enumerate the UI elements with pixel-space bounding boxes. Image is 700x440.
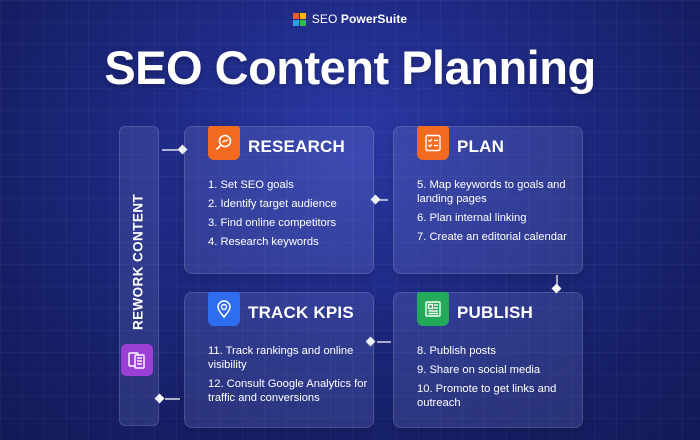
plan-title: PLAN: [457, 137, 505, 156]
brand-name: SEO PowerSuite: [311, 12, 408, 26]
documents-icon: [121, 344, 153, 376]
list-item: 2. Identify target audience: [208, 198, 337, 210]
list-item: 6. Plan internal linking: [417, 212, 527, 224]
seo-powersuite-logo-icon: [292, 12, 306, 26]
rework-content-label: REWORK CONTENT: [130, 193, 146, 331]
list-item: 5. Map keywords to goals and landing pag…: [417, 179, 566, 205]
research-steps: 1. Set SEO goals 2. Identify target audi…: [185, 167, 373, 249]
newspaper-icon: [417, 292, 449, 326]
track-kpis-card: TRACK KPIS 11. Track rankings and online…: [184, 292, 374, 428]
diamond-marker: [551, 283, 562, 294]
research-card: RESEARCH 1. Set SEO goals 2. Identify ta…: [184, 126, 374, 274]
list-item: 1. Set SEO goals: [208, 179, 294, 191]
publish-steps: 8. Publish posts 9. Share on social medi…: [394, 333, 577, 410]
checklist-icon: [417, 126, 449, 160]
list-item: 7. Create an editorial calendar: [417, 231, 567, 243]
magnifier-chart-icon: [208, 126, 240, 160]
publish-title: PUBLISH: [457, 303, 534, 322]
list-item: 8. Publish posts: [417, 345, 496, 357]
list-item: 3. Find online competitors: [208, 217, 337, 229]
page-title: SEO Content Planning: [104, 41, 596, 94]
list-item: 9. Share on social media: [417, 364, 541, 376]
target-pin-icon: [208, 292, 240, 326]
diamond-marker: [154, 393, 165, 404]
diamond-marker: [365, 336, 376, 347]
research-title: RESEARCH: [248, 137, 346, 156]
list-item: 10. Promote to get links and outreach: [417, 383, 557, 409]
list-item: 12. Consult Google Analytics for traffic…: [208, 378, 368, 404]
brand-header: SEO PowerSuite: [0, 12, 700, 26]
publish-card: PUBLISH 8. Publish posts 9. Share on soc…: [393, 292, 583, 428]
rework-content-panel: [119, 126, 159, 426]
track-kpis-steps: 11. Track rankings and online visibility…: [185, 333, 370, 405]
plan-steps: 5. Map keywords to goals and landing pag…: [394, 167, 569, 244]
track-kpis-title: TRACK KPIS: [248, 303, 354, 322]
plan-card: PLAN 5. Map keywords to goals and landin…: [393, 126, 583, 274]
diamond-marker: [370, 194, 381, 205]
list-item: 11. Track rankings and online visibility: [208, 345, 354, 371]
list-item: 4. Research keywords: [208, 236, 319, 248]
diamond-marker: [177, 144, 188, 155]
